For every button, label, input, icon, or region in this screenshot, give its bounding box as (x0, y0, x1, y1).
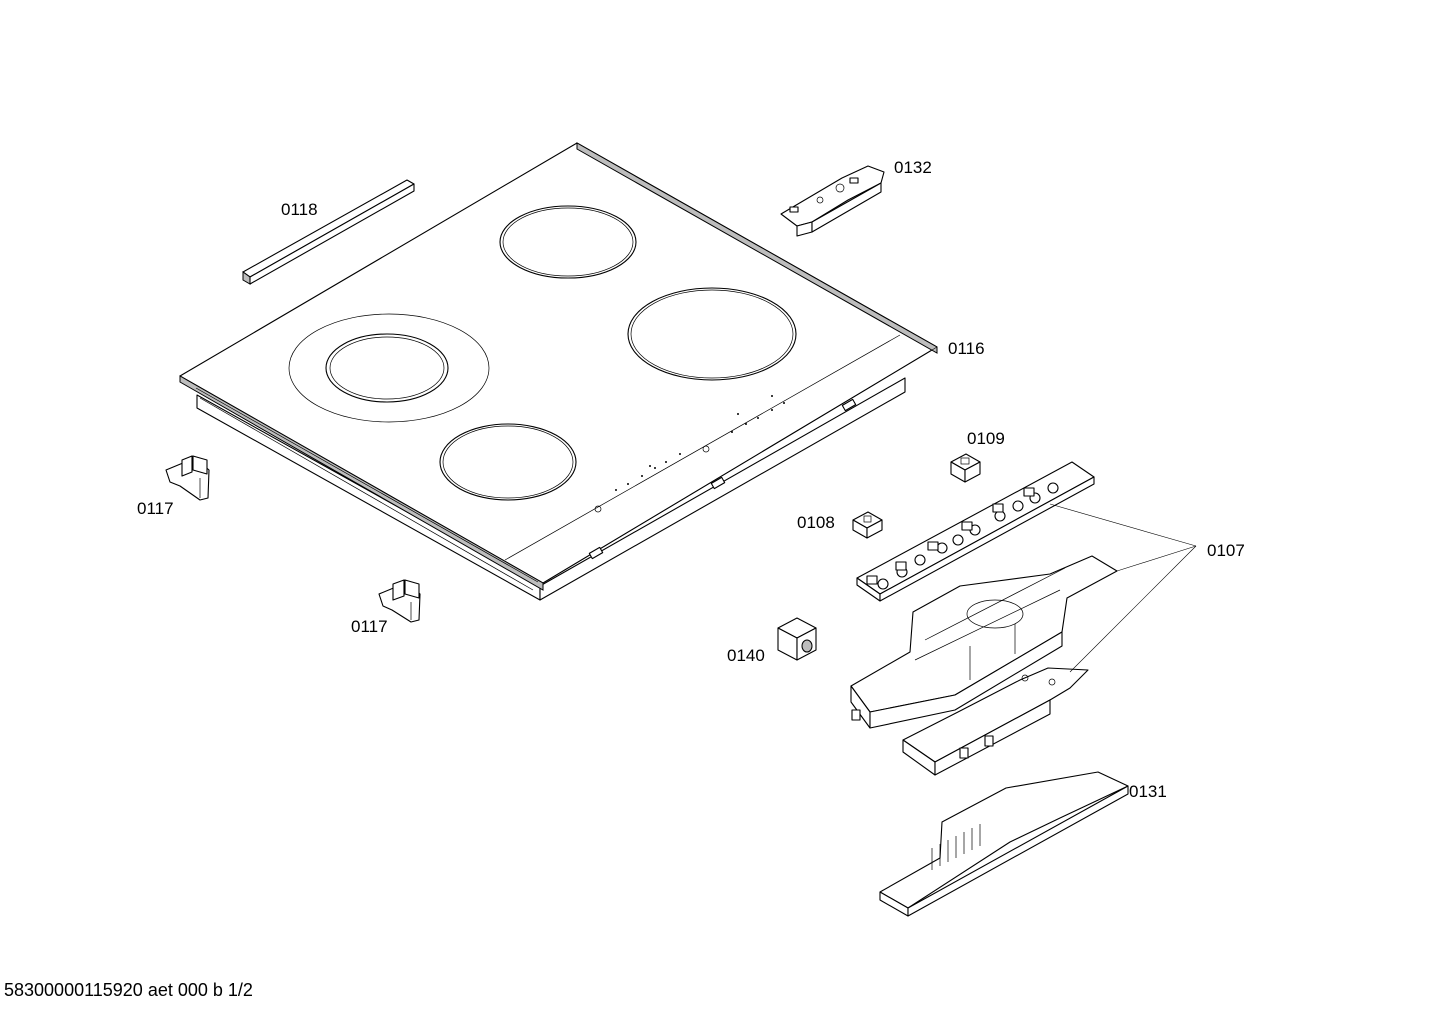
label-0107: 0107 (1207, 541, 1245, 560)
burner-front-right (439, 423, 577, 501)
drawing-reference: 58300000115920 aet 000 b 1/2 (4, 980, 253, 1000)
label-0117-left: 0117 (137, 499, 174, 518)
control-housing (850, 555, 1118, 729)
fixing-clip-left (165, 455, 210, 501)
burner-rear-left (499, 205, 637, 279)
cooktop-glass-panel (179, 142, 938, 601)
mounting-bracket (780, 165, 885, 237)
label-0116: 0116 (948, 339, 985, 358)
fixing-clip-right (378, 579, 421, 623)
label-0118: 0118 (281, 200, 318, 219)
label-0140: 0140 (727, 646, 765, 665)
leader-lines (1049, 503, 1197, 673)
label-0117-bottom: 0117 (351, 617, 388, 636)
control-board (856, 461, 1095, 602)
label-0131: 0131 (1129, 782, 1167, 801)
control-cap-0108 (852, 511, 883, 539)
label-0132: 0132 (894, 158, 932, 177)
control-cap-0109 (950, 453, 981, 483)
burner-front-inner (325, 333, 449, 403)
burner-rear-right (627, 287, 797, 381)
label-0109: 0109 (967, 429, 1005, 448)
burner-front-outer (288, 313, 490, 423)
seal-strip (242, 179, 415, 285)
power-board (902, 667, 1089, 776)
label-0108: 0108 (797, 513, 835, 532)
support-rail-0131 (879, 771, 1129, 917)
connector-block-0140 (777, 617, 817, 661)
